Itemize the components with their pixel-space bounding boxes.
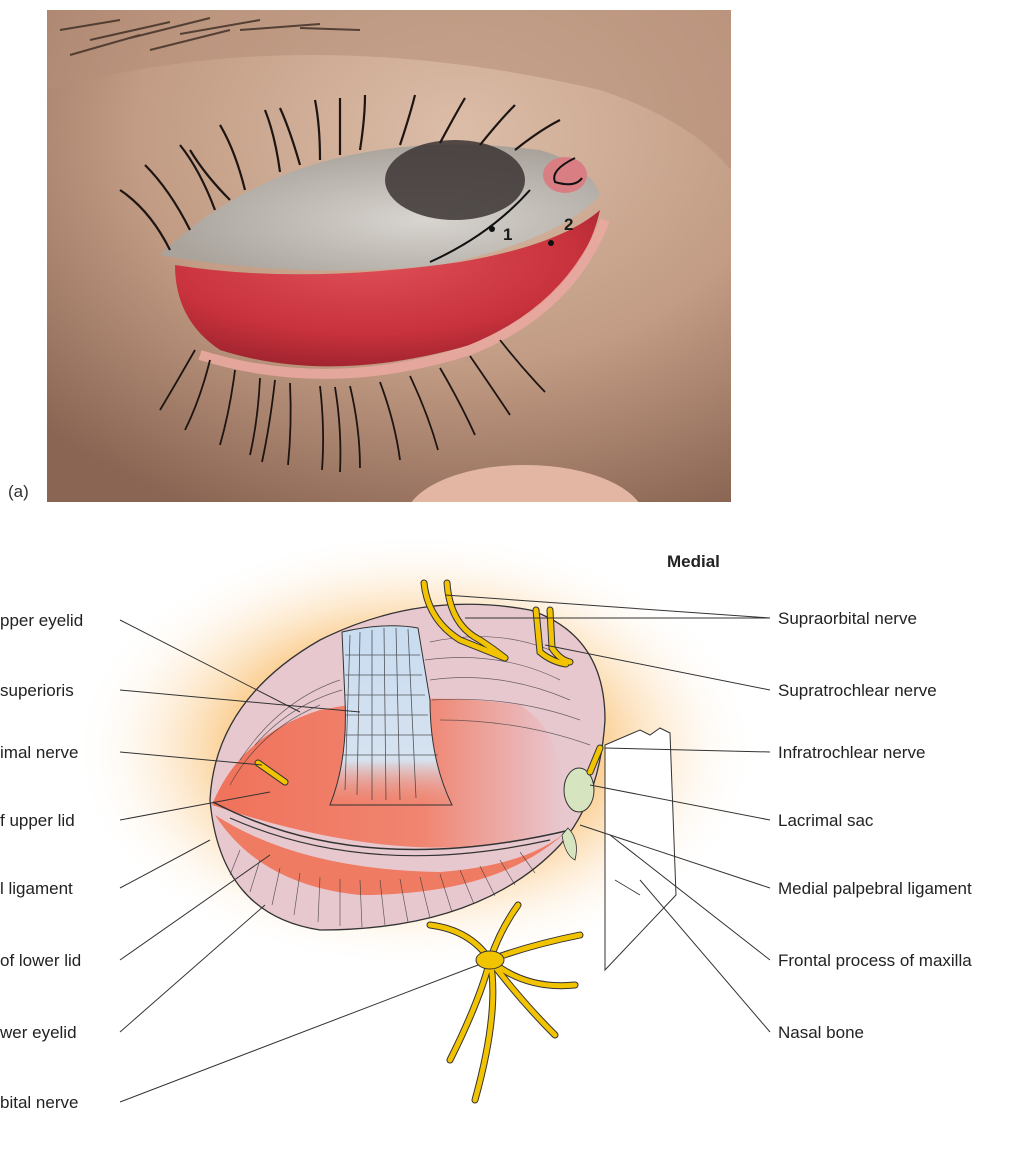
eye-photo <box>47 10 731 575</box>
label-lacrimal-sac: Lacrimal sac <box>778 811 874 830</box>
label-nasal-bone: Nasal bone <box>778 1023 864 1042</box>
panel-tag-a: (a) <box>8 482 29 501</box>
label-infraorbital-nerve: bital nerve <box>0 1093 78 1112</box>
label-lacrimal-nerve: imal nerve <box>0 743 78 762</box>
label-tarsus-lower-lid: of lower lid <box>0 951 81 970</box>
point-label-2: 2 <box>564 215 573 234</box>
label-upper-eyelid: pper eyelid <box>0 611 83 630</box>
label-frontal-process-maxilla: Frontal process of maxilla <box>778 951 972 970</box>
label-tarsus-upper-lid: f upper lid <box>0 811 75 830</box>
left-labels: pper eyelid superioris imal nerve f uppe… <box>0 611 83 1112</box>
orientation-label: Medial <box>667 552 720 571</box>
label-medial-palpebral-ligament: Medial palpebral ligament <box>778 879 972 898</box>
label-infratrochlear-nerve: Infratrochlear nerve <box>778 743 925 762</box>
point-label-1: 1 <box>503 225 512 244</box>
label-supratrochlear-nerve: Supratrochlear nerve <box>778 681 937 700</box>
label-lateral-ligament: l ligament <box>0 879 73 898</box>
label-levator-superioris: superioris <box>0 681 74 700</box>
label-lower-eyelid: wer eyelid <box>0 1023 77 1042</box>
right-labels: Supraorbital nerve Supratrochlear nerve … <box>778 609 972 1042</box>
label-supraorbital-nerve: Supraorbital nerve <box>778 609 917 628</box>
